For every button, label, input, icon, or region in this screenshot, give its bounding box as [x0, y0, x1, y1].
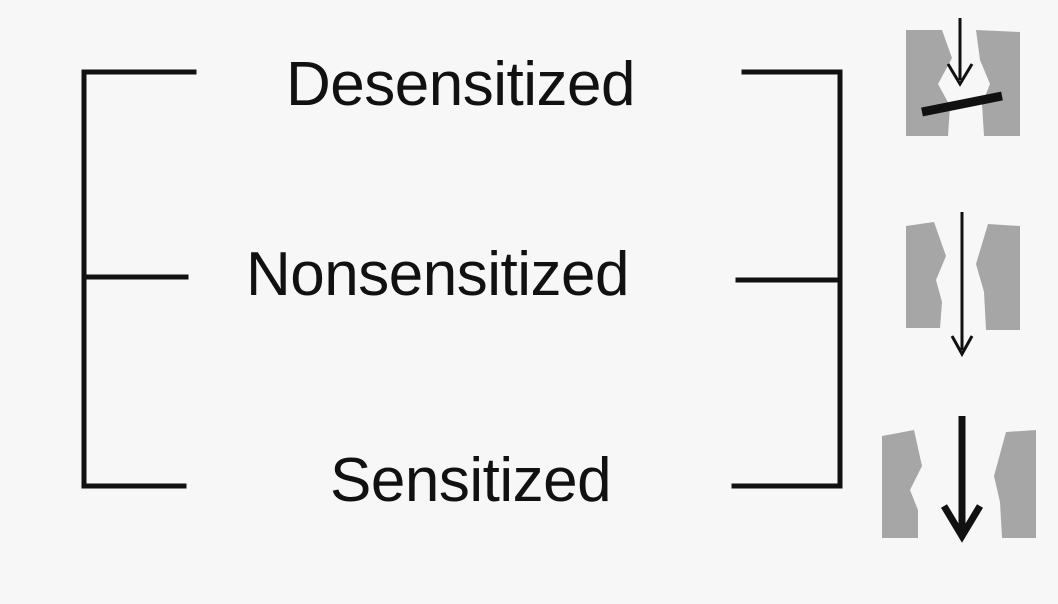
state-label-nonsensitized: Nonsensitized [246, 240, 629, 309]
state-label-desensitized: Desensitized [286, 50, 635, 119]
blocking-gate [921, 91, 1003, 117]
flow-arrow-head [946, 63, 974, 87]
channel-left-wall [906, 222, 946, 328]
channel-right-wall [976, 30, 1020, 136]
channel-right-wall [976, 224, 1020, 330]
channel-blocked-icon [906, 18, 1020, 136]
state-label-sensitized: Sensitized [330, 446, 612, 515]
channel-right-wall [994, 430, 1036, 538]
right-bracket [731, 69, 843, 489]
flow-arrow-head [940, 504, 984, 543]
flow-arrow-head [950, 335, 974, 358]
channel-left-wall [882, 430, 922, 538]
channel-open-strong-flow-icon [882, 416, 1036, 543]
channel-left-wall [906, 30, 952, 136]
left-bracket [81, 69, 197, 489]
channel-open-thin-flow-icon [906, 212, 1020, 358]
